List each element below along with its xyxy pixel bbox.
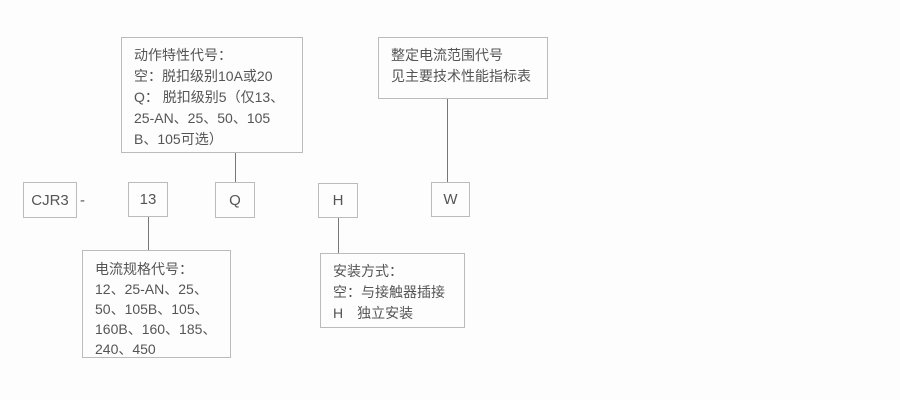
connector-current-range-line: [447, 99, 448, 182]
code-box-current-range: W: [431, 182, 470, 217]
connector-characteristic-line: [235, 153, 236, 182]
code-box-current-spec: 13: [128, 182, 168, 217]
callout-mounting-line: 安装方式：: [333, 263, 403, 279]
connector-mounting-line: [338, 218, 339, 253]
callout-current-spec-line: 50、105B、105、: [95, 301, 209, 317]
code-box-characteristic: Q: [215, 182, 255, 218]
callout-mounting-line: 空：与接触器插接: [333, 284, 445, 300]
callout-characteristic-code: 动作特性代号： 空：脱扣级别10A或20 Q： 脱扣级别5（仅13、 25-AN…: [121, 37, 303, 153]
callout-mounting-line: H 独立安装: [333, 305, 414, 321]
connector-current-spec-line: [148, 217, 149, 250]
callout-mounting-type: 安装方式： 空：与接触器插接 H 独立安装: [320, 253, 465, 328]
callout-current-range-code: 整定电流范围代号 见主要技术性能指标表: [378, 37, 548, 99]
callout-characteristic-line: 25-AN、25、50、105: [134, 110, 271, 126]
code-separator-dash: -: [80, 191, 85, 209]
callout-current-spec-line: 电流规格代号：: [95, 261, 193, 277]
callout-characteristic-line: 空：脱扣级别10A或20: [134, 68, 273, 84]
callout-current-range-line: 见主要技术性能指标表: [391, 68, 531, 84]
callout-characteristic-line: B、105可选）: [134, 131, 223, 147]
callout-current-range-line: 整定电流范围代号: [391, 47, 503, 63]
callout-current-spec-line: 240、450: [95, 341, 156, 357]
callout-characteristic-line: 动作特性代号：: [134, 47, 232, 63]
callout-current-spec-line: 12、25-AN、25、: [95, 281, 208, 297]
callout-current-spec-line: 160B、160、185、: [95, 321, 217, 337]
code-box-series: CJR3: [23, 182, 77, 218]
callout-characteristic-line: Q： 脱扣级别5（仅13、: [134, 89, 285, 105]
code-box-mounting: H: [318, 183, 358, 218]
callout-current-spec-code: 电流规格代号： 12、25-AN、25、 50、105B、105、 160B、1…: [82, 250, 231, 358]
